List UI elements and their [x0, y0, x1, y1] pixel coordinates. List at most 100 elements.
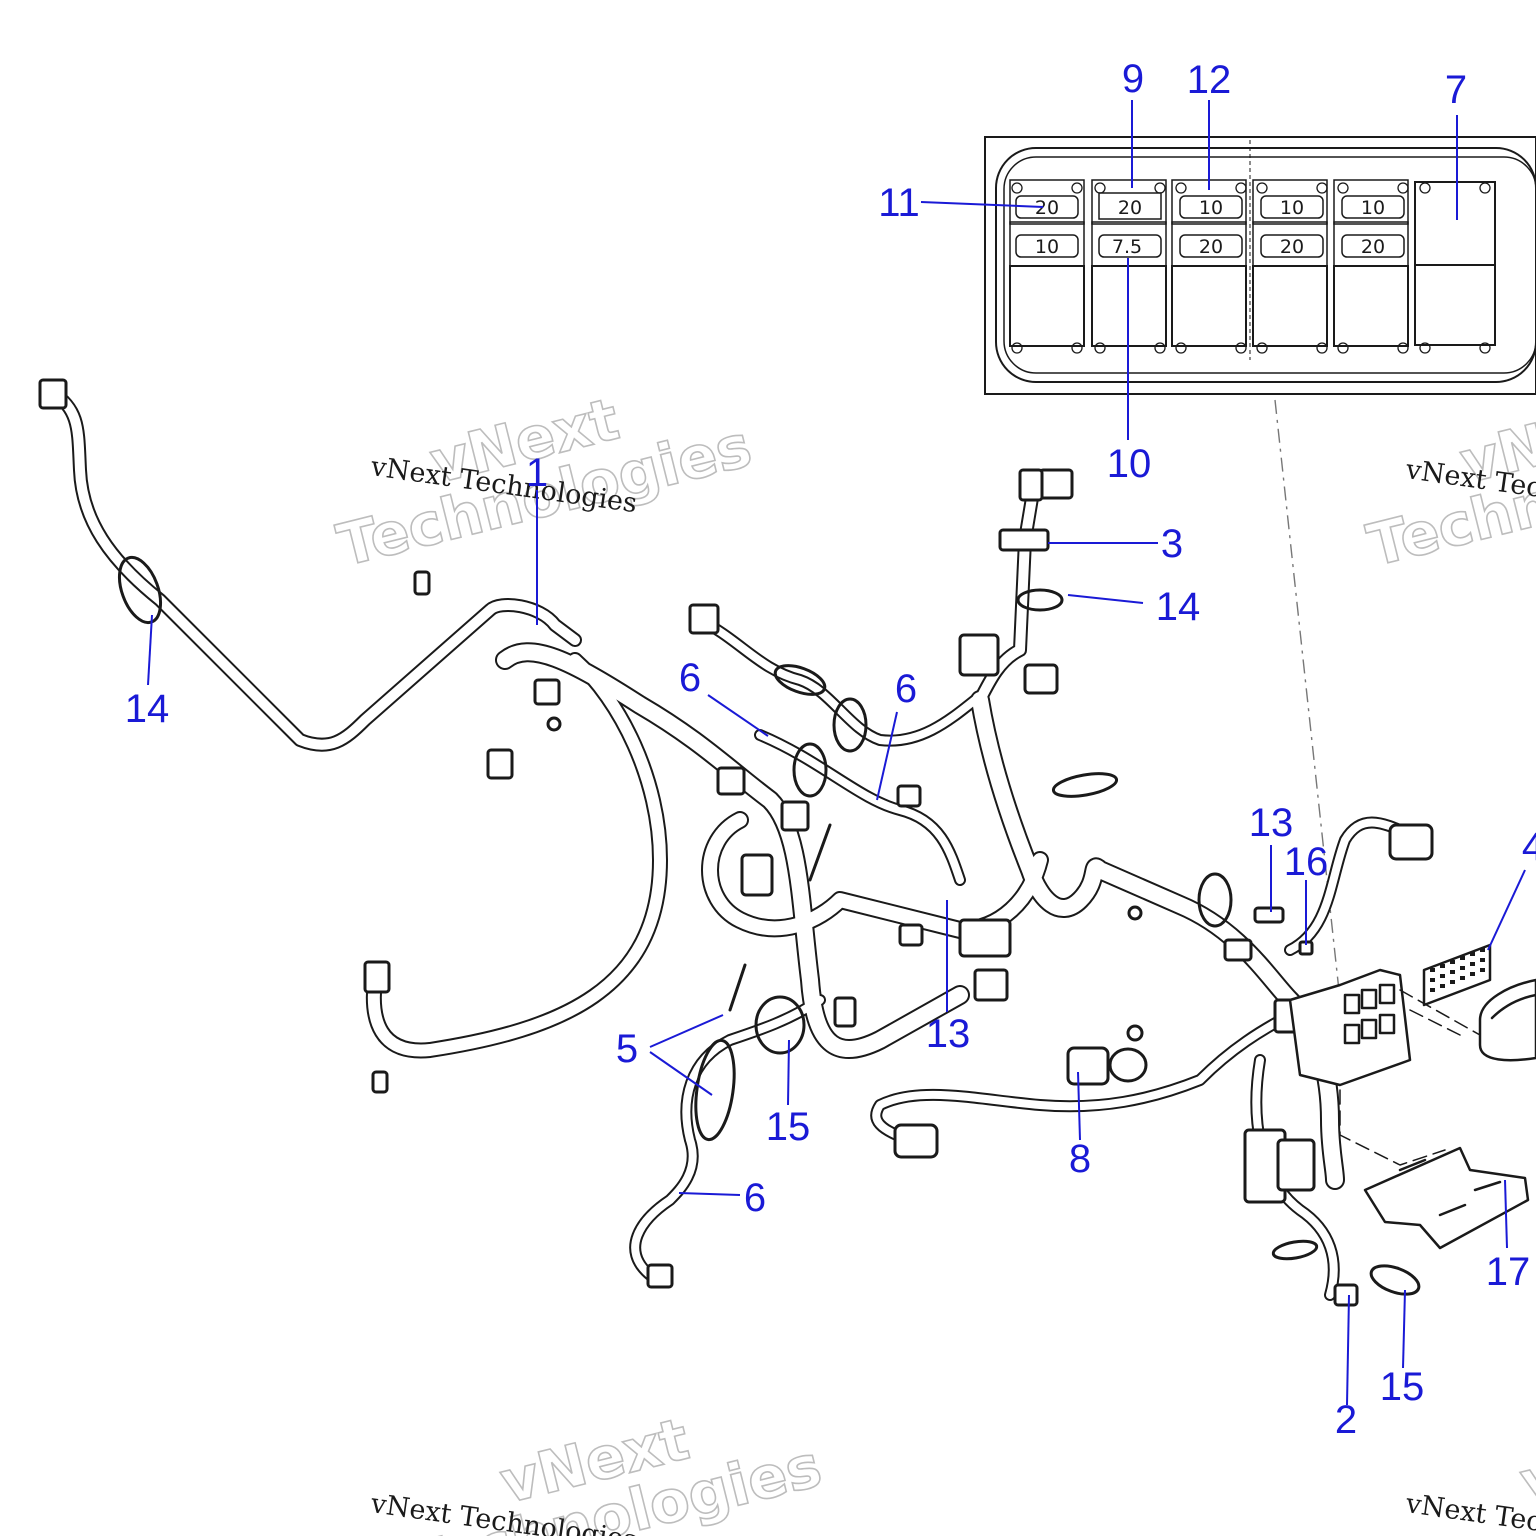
socket-pin: [1094, 342, 1106, 354]
fuse-block-slot: [1343, 993, 1361, 1015]
assembly-line: [1399, 989, 1481, 1036]
cable-tie-loop: [792, 742, 828, 798]
fuse-rating: 10: [1035, 236, 1059, 258]
watermark-vnext: vNext: [1514, 1405, 1536, 1517]
leader-line: [876, 711, 898, 801]
grommet: [1253, 906, 1285, 924]
socket-pin: [1071, 182, 1083, 194]
socket-pin: [1235, 342, 1247, 354]
fuse-block-slot: [1360, 1018, 1378, 1040]
cable-tie-loop: [832, 697, 868, 753]
harness-branch-lower-fill: [872, 1006, 1304, 1144]
harness-fuse-block: [1288, 968, 1412, 1087]
cable-tie-loop: [773, 664, 827, 696]
harness-branch-right-fill: [1286, 818, 1414, 954]
watermark-group: vNext Technologies vNext Technologies vN…: [330, 384, 1536, 1536]
fuse-block-slot: [1378, 1013, 1396, 1035]
callout-13: 13: [1249, 801, 1294, 845]
socket-pin: [1175, 182, 1187, 194]
ring-terminal: [546, 716, 562, 732]
socket-pin: [1011, 342, 1023, 354]
socket-pin: [1397, 182, 1409, 194]
callout-14: 14: [125, 687, 170, 731]
callout-16: 16: [1284, 840, 1329, 884]
fuse-card-dot: [1480, 958, 1485, 962]
cable-tie-loop: [1016, 588, 1064, 612]
socket-pin: [1154, 182, 1166, 194]
ring-terminal: [1126, 1024, 1144, 1042]
fuse: [1015, 195, 1079, 219]
connector-plug: [688, 603, 720, 635]
fuse: [1341, 234, 1405, 258]
connector-plug: [646, 1263, 674, 1289]
fuse-card-dot: [1450, 980, 1455, 984]
callout-5: 5: [616, 1027, 638, 1071]
callout-2: 2: [1335, 1398, 1357, 1442]
connector-plug: [1018, 468, 1044, 502]
connector-plug: [833, 996, 857, 1028]
leader-line: [147, 614, 153, 686]
fuse-box-detail: [984, 136, 1536, 395]
callout-15: 15: [1380, 1365, 1425, 1409]
socket-pin: [1256, 342, 1268, 354]
cover-body: [1478, 978, 1536, 1062]
harness-branch-bottom-right-fill: [1252, 1056, 1338, 1299]
callout-14: 14: [1156, 585, 1201, 629]
bracket-slot: [1473, 1180, 1502, 1192]
callout-9: 9: [1122, 57, 1144, 101]
callout-10: 10: [1107, 442, 1152, 486]
fuse-card-dot: [1480, 968, 1485, 972]
harness-fill: [47, 387, 1414, 1299]
part-fuse-card: [1422, 943, 1492, 1007]
harness-branch-mid-fill: [756, 731, 964, 884]
connector-plug: [973, 968, 1009, 1002]
bracket-plate-body: [1363, 1146, 1530, 1250]
harness-branch-top-fill: [696, 616, 979, 745]
socket-pin: [1316, 182, 1328, 194]
callout-6: 6: [744, 1176, 766, 1220]
connector-block: [1023, 663, 1059, 695]
fuse-card-dot: [1430, 968, 1435, 972]
part-fuse-box-cover: [1478, 978, 1536, 1062]
connector-plug: [486, 748, 514, 780]
fuse-card-dot: [1440, 974, 1445, 978]
leader-line: [1402, 1289, 1406, 1369]
fuse-socket: [1252, 179, 1328, 225]
cable-tie-tail: [808, 823, 832, 882]
fuse-card-dot: [1460, 956, 1465, 960]
leader-line: [1487, 869, 1526, 951]
fuse-box-pins: [1011, 182, 1491, 354]
cable-ties: [117, 555, 1421, 1296]
harness-riser-fill: [975, 475, 1040, 705]
relay-slot-7: [1414, 181, 1496, 266]
connector-plug: [38, 378, 68, 410]
fuse-block-slot: [1378, 983, 1396, 1005]
fuse-card-dot: [1460, 966, 1465, 970]
fuse-card-dot: [1450, 960, 1455, 964]
connector-plug: [1333, 1283, 1359, 1307]
fuse-card-dot: [1430, 978, 1435, 982]
fuse-card-dot: [1460, 976, 1465, 980]
connector-block: [1276, 1138, 1316, 1192]
leader-line: [678, 1192, 741, 1196]
fuse-rating: 10: [1361, 197, 1385, 219]
relay-slot: [1009, 265, 1085, 347]
callout-6: 6: [679, 656, 701, 700]
fuse-rating: 10: [1199, 197, 1223, 219]
leader-line: [787, 1039, 790, 1106]
wiring-harness: [38, 378, 1536, 1307]
fuse: [1260, 195, 1324, 219]
connector-block: [958, 633, 1000, 677]
fuse-card-dot: [1470, 952, 1475, 956]
fuse-socket: [1091, 179, 1167, 225]
connector-plug: [893, 1123, 939, 1159]
callout-12: 12: [1187, 58, 1232, 102]
fuse-box-housing: [995, 147, 1536, 383]
fuse-rating: 20: [1118, 197, 1142, 219]
leader-lines: [147, 100, 1526, 1406]
fuse-card-dots: [1430, 948, 1485, 992]
callout-7: 7: [1445, 68, 1467, 112]
assembly-lines: [1339, 989, 1481, 1166]
socket-pin: [1175, 342, 1187, 354]
